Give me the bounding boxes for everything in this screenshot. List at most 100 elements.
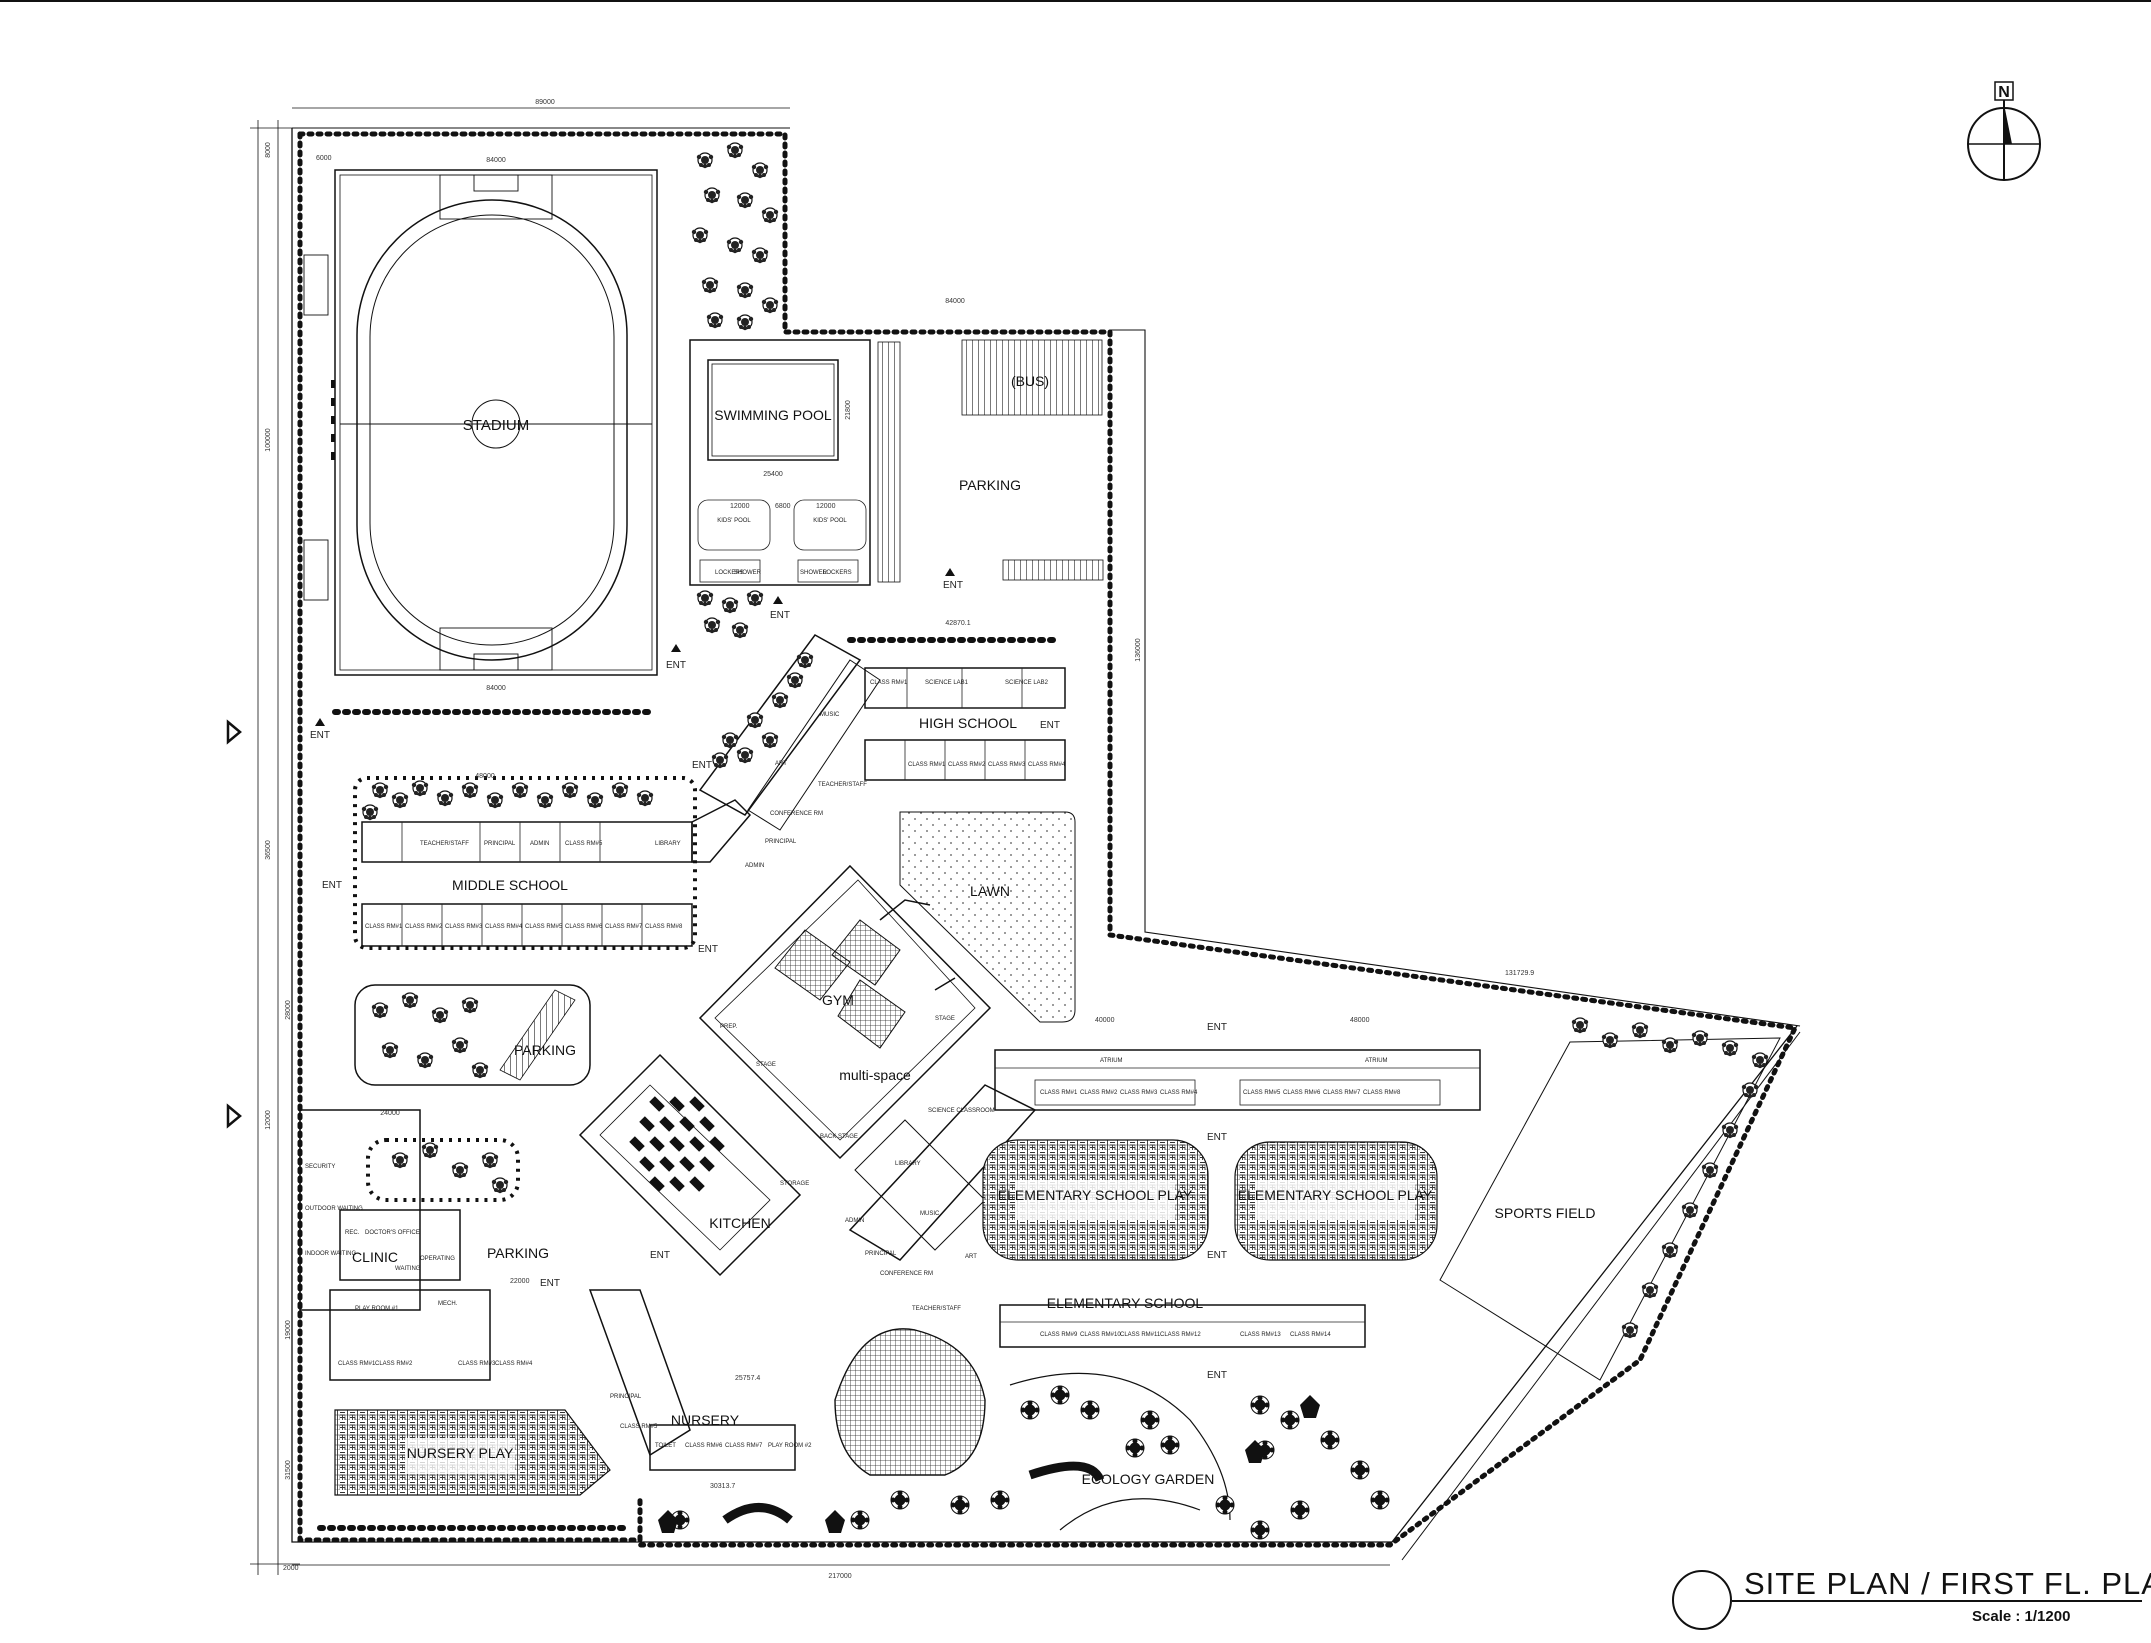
entry-arrow-icon <box>226 1103 242 1129</box>
dim-pool-h: 21800 <box>845 400 852 420</box>
hs-wing-room: TEACHER/STAFF <box>818 782 867 788</box>
dim-nursery-b: 30313.7 <box>710 1483 735 1490</box>
ent-label: ENT <box>698 944 718 955</box>
nursery-label: NURSERY <box>671 1412 740 1428</box>
tree-row-middle-school <box>361 780 654 821</box>
ms-room: PRINCIPAL <box>484 841 516 847</box>
es-room: CLASS RM#10 <box>1080 1332 1121 1338</box>
ms-room: TEACHER/STAFF <box>420 841 469 847</box>
nursery-room: CLASS RM#3 <box>458 1361 496 1367</box>
dim-left-4: 19000 <box>285 1320 292 1340</box>
ent-label: ENT <box>770 610 790 621</box>
dim-stadium-width: 84000 <box>486 157 506 164</box>
gym-room: STORAGE <box>780 1181 809 1187</box>
dim-right-side: 136000 <box>1135 638 1142 661</box>
ent-label: ENT <box>650 1250 670 1261</box>
ms-room: CLASS RM#3 <box>445 924 483 930</box>
dim-angle-right: 131729.9 <box>1505 970 1534 977</box>
ms-room: CLASS RM#4 <box>485 924 523 930</box>
site-boundary <box>297 131 1799 1548</box>
bottom-dimension: 217000 <box>292 1564 1390 1580</box>
high-school-label: HIGH SCHOOL <box>919 715 1017 731</box>
parking-low-label: PARKING <box>487 1245 549 1261</box>
ent-label: ENT <box>1207 1370 1227 1381</box>
nursery-room: PRINCIPAL <box>610 1394 642 1400</box>
pool-shower-1: SHOWER <box>734 570 762 576</box>
hs-room: SCIENCE LAB1 <box>925 680 969 686</box>
parking-mid-label: PARKING <box>514 1042 576 1058</box>
property-line <box>291 128 1798 1543</box>
dim-pool-w: 25400 <box>763 471 783 478</box>
stadium: STADIUM 84000 84000 <box>303 157 658 692</box>
ms-room: CLASS RM#1 <box>365 924 403 930</box>
hs-wing-room: CONFERENCE RM <box>770 811 823 817</box>
ent-label: ENT <box>1207 1132 1227 1143</box>
es-room: CLASS RM#14 <box>1290 1332 1331 1338</box>
es-room: CLASS RM#2 <box>1080 1090 1118 1096</box>
ent-label: ENT <box>1040 720 1060 731</box>
nursery-room: PLAY ROOM #1 <box>355 1306 399 1312</box>
atrium-label: ATRIUM <box>1100 1058 1123 1064</box>
bus-label: (BUS) <box>1011 373 1049 389</box>
es-room: CLASS RM#7 <box>1323 1090 1361 1096</box>
hs-wing-room: ADMIN <box>745 863 764 869</box>
dim-left-top: 8000 <box>265 142 272 158</box>
north-label: N <box>1998 84 2010 101</box>
es-room: CLASS RM#11 <box>1120 1332 1161 1338</box>
hs-wing-room: MUSIC <box>820 712 840 718</box>
ent-label: ENT <box>540 1278 560 1289</box>
kitchen: KITCHEN <box>578 1053 802 1277</box>
parking-middle: PARKING <box>354 984 591 1086</box>
dim-kids-2: 12000 <box>816 503 836 510</box>
es-wing-room: LIBRARY <box>895 1161 921 1167</box>
dim-side-margin: 6000 <box>316 155 332 162</box>
clinic-room: REC. <box>345 1230 360 1236</box>
dim-left-1: 100000 <box>265 428 272 451</box>
es-room: CLASS RM#13 <box>1240 1332 1281 1338</box>
es-room: CLASS RM#1 <box>1040 1090 1078 1096</box>
es-wing-room: MUSIC <box>920 1211 940 1217</box>
ecology-garden-label: ECOLOGY GARDEN <box>1082 1471 1215 1487</box>
kids-pool-2: KIDS' POOL <box>813 518 847 524</box>
left-dimension-chain: 100000 36500 28000 19000 31500 12000 800… <box>250 120 300 1575</box>
es-wing-room: ADMIN <box>845 1218 864 1224</box>
dim-stadium-bottom: 84000 <box>486 685 506 692</box>
tree-row-high-school <box>711 652 814 769</box>
nursery-room: CLASS RM#7 <box>725 1443 763 1449</box>
clinic-room: WAITING <box>395 1266 421 1272</box>
es-room: CLASS RM#3 <box>1120 1090 1158 1096</box>
ent-label: ENT <box>1207 1250 1227 1261</box>
nursery-room: CLASS RM#2 <box>375 1361 413 1367</box>
dim-left-3: 28000 <box>285 1000 292 1020</box>
es-wing-room: CONFERENCE RM <box>880 1271 933 1277</box>
gym-room: STAGE <box>935 1016 955 1022</box>
elem-play-1-label: ELEMENTARY SCHOOL PLAY <box>998 1187 1193 1203</box>
es-wing-room: ART <box>965 1254 977 1260</box>
hs-room: CLASS RM#3 <box>988 762 1026 768</box>
es-room: CLASS RM#9 <box>1040 1332 1078 1338</box>
ms-room: LIBRARY <box>655 841 681 847</box>
es-room: CLASS RM#12 <box>1160 1332 1201 1338</box>
ent-label: ENT <box>943 580 963 591</box>
title-block: SITE PLAN / FIRST FL. PLAN Scale : 1/120… <box>1672 1566 2151 1634</box>
lawn: LAWN <box>899 811 1076 1023</box>
hs-room: CLASS RM#4 <box>1028 762 1066 768</box>
elementary-school: ATRIUM ATRIUM CLASS RM#1 CLASS RM#2 CLAS… <box>845 1017 1481 1348</box>
pool-lockers-1: LOCKERS <box>715 570 744 576</box>
kitchen-label: KITCHEN <box>709 1215 770 1231</box>
middle-school-label: MIDDLE SCHOOL <box>452 877 568 893</box>
sports-field: SPORTS FIELD 131729.9 <box>1439 970 1781 1381</box>
nursery-room: TOILET <box>655 1443 676 1449</box>
es-room: CLASS RM#6 <box>1283 1090 1321 1096</box>
stadium-label: STADIUM <box>463 417 529 434</box>
swimming-pool-complex: SWIMMING POOL 25400 21800 KIDS' POOL KID… <box>689 339 901 586</box>
ent-label: ENT <box>1207 1022 1227 1033</box>
hs-room: CLASS RM#2 <box>948 762 986 768</box>
clinic-room: SECURITY <box>305 1164 335 1170</box>
drawing-title: SITE PLAN / FIRST FL. PLAN <box>1744 1566 2151 1601</box>
dim-left-bottom: 2000 <box>283 1565 299 1572</box>
title-underline <box>1732 1600 2142 1602</box>
elementary-school-label: ELEMENTARY SCHOOL <box>1047 1295 1204 1311</box>
lawn-label: LAWN <box>970 883 1010 899</box>
